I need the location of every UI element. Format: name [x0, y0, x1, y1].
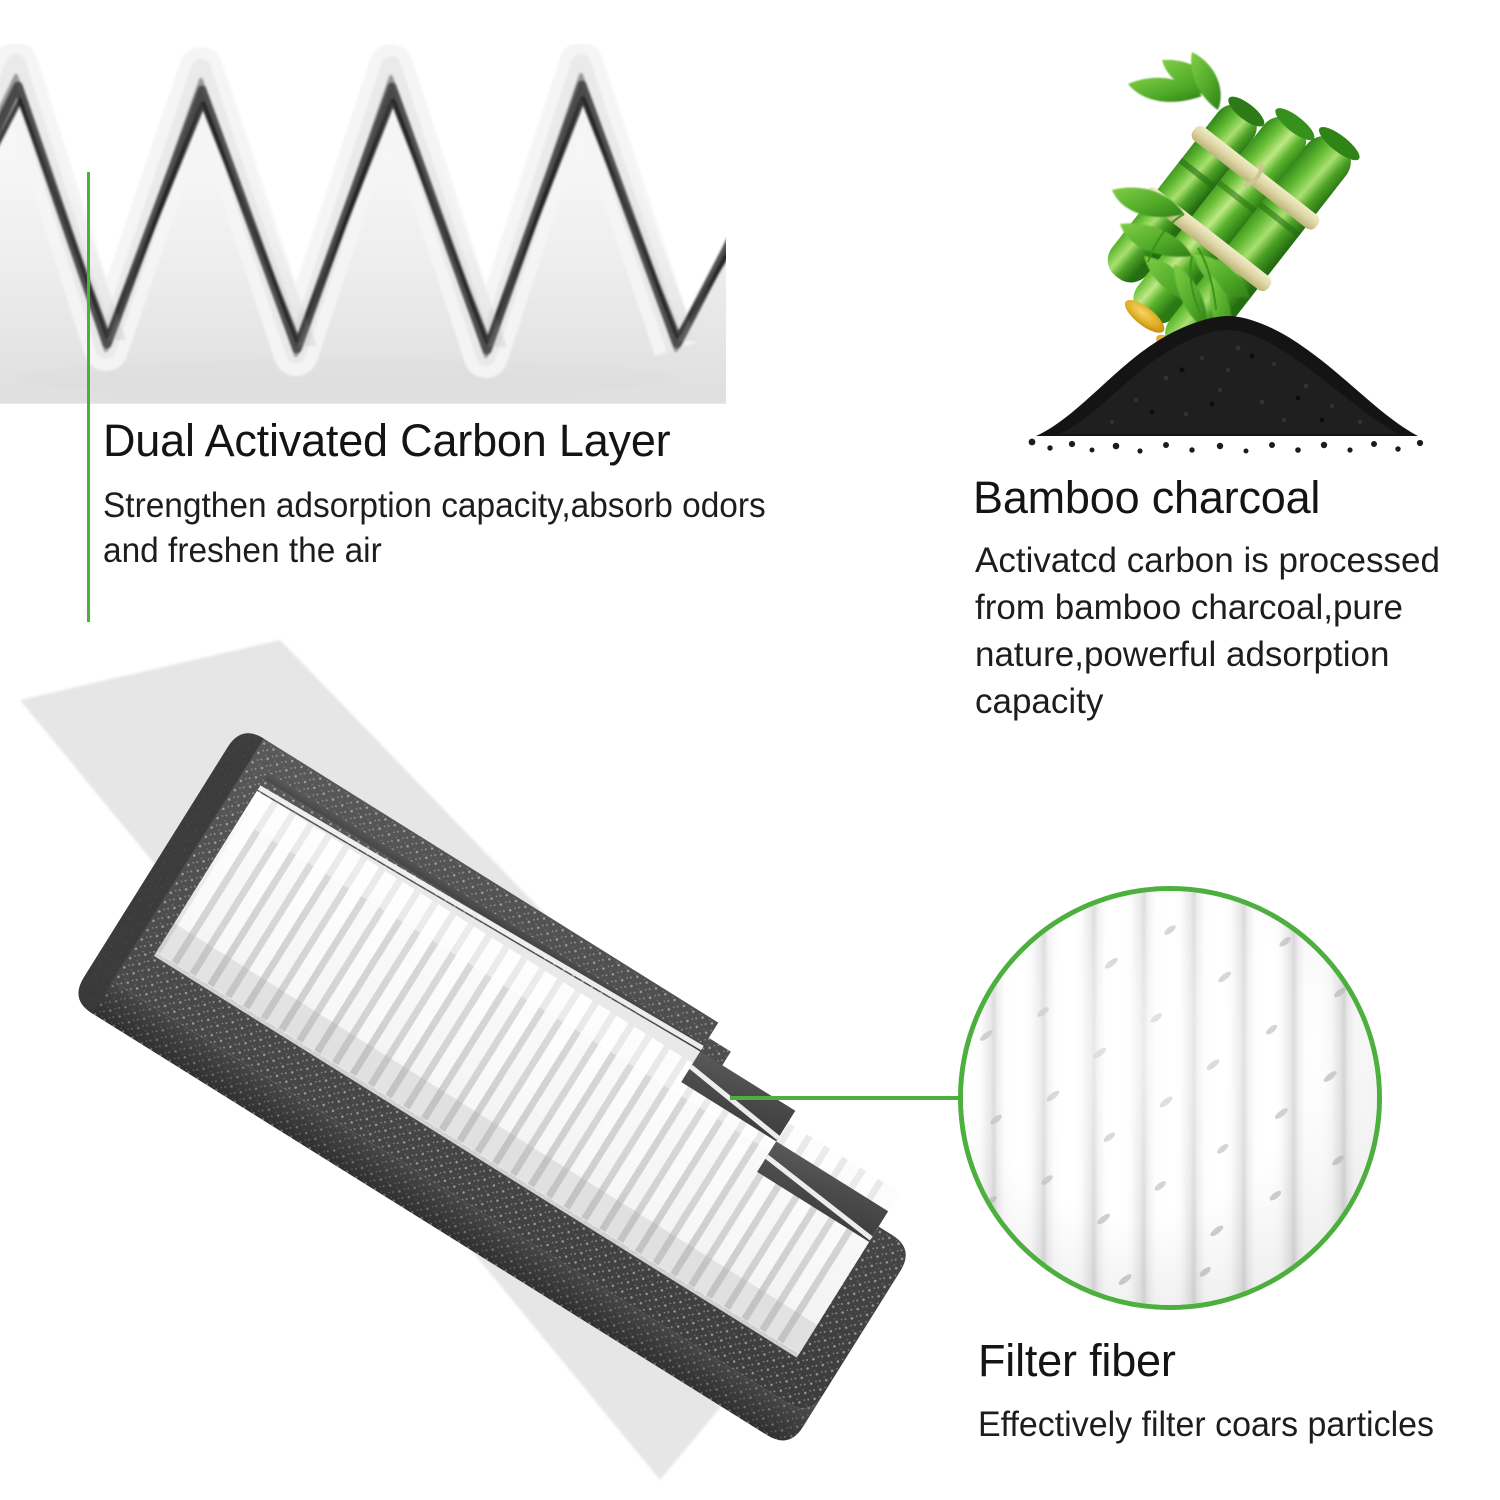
bamboo-callout-heading: Bamboo charcoal [973, 472, 1321, 523]
bamboo-callout-body: Activatcd carbon is processed from bambo… [975, 541, 1440, 721]
fiber-callout-body: Effectively filter coars particles [978, 1405, 1434, 1444]
fiber-callout-heading: Filter fiber [978, 1335, 1176, 1386]
carbon-callout-body: Strengthen adsorption capacity,absorb od… [103, 486, 766, 570]
cabin-air-filter-product-photo [0, 600, 920, 1500]
leader-line-carbon [87, 172, 90, 622]
carbon-callout-heading: Dual Activated Carbon Layer [103, 415, 671, 466]
fiber-circle-shading [963, 891, 1377, 1305]
pleated-carbon-media-photo [0, 44, 726, 404]
bamboo-and-charcoal-illustration [1016, 48, 1436, 460]
filter-fiber-closeup-circle [958, 886, 1382, 1310]
leader-line-fiber [730, 1096, 962, 1100]
